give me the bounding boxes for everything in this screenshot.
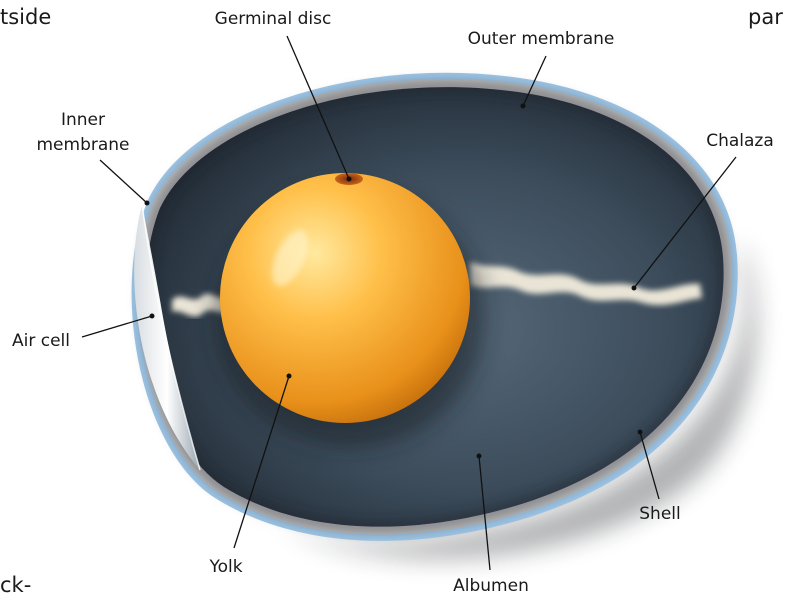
cropped-text-bottom-left: ck- [0,573,31,597]
label-shell: Shell [639,504,680,524]
label-germinal-disc: Germinal disc [215,9,332,29]
label-yolk: Yolk [208,557,242,577]
label-air-cell: Air cell [12,331,70,351]
yolk [220,173,470,423]
label-albumen: Albumen [453,576,529,596]
cropped-text-top-left: tside [0,5,51,29]
label-chalaza: Chalaza [706,131,774,151]
label-inner-membrane-line1: Inner [61,110,105,130]
cropped-text-top-right: par [748,5,783,29]
leader-inner-membrane [100,160,147,203]
label-outer-membrane: Outer membrane [468,29,615,49]
label-inner-membrane-line2: membrane [36,135,129,155]
